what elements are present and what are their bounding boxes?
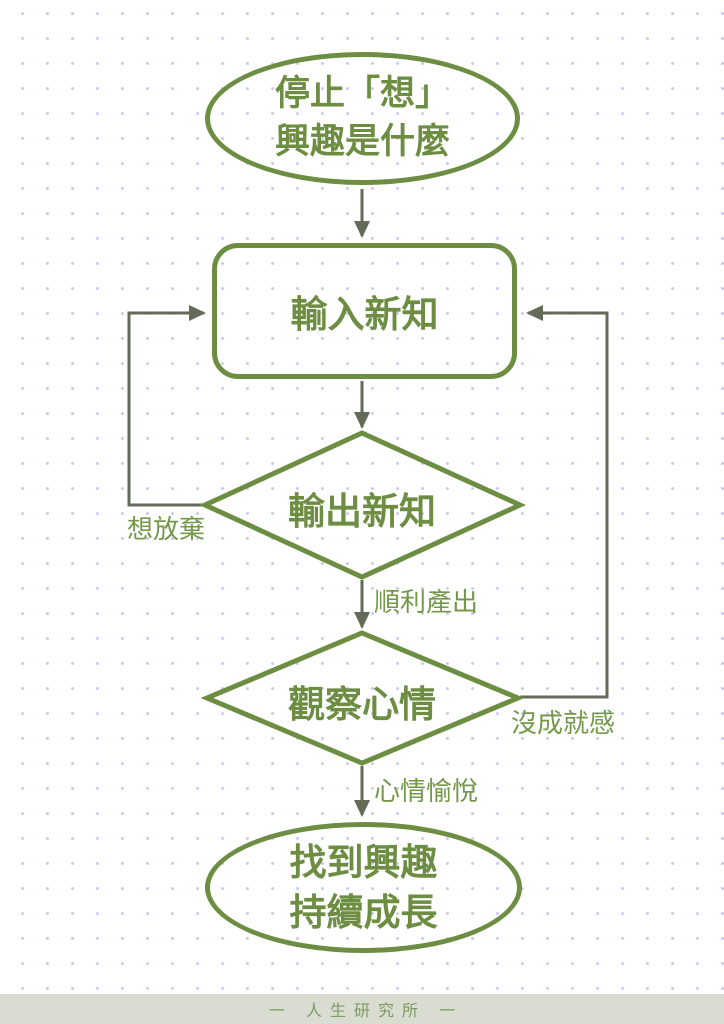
node-observe-diamond (200, 630, 525, 766)
node-start: 停止「想」 興趣是什麼 (205, 52, 520, 185)
edge-label-give-up: 想放棄 (127, 515, 206, 545)
node-end-line1: 找到興趣 (289, 840, 438, 884)
node-input: 輸入新知 (212, 243, 517, 379)
node-end: 找到興趣 持續成長 (205, 822, 522, 953)
edge-label-no-achievement: 沒成就感 (511, 709, 616, 739)
node-input-label: 輸入新知 (290, 293, 439, 336)
node-observe-label: 觀察心情 (288, 683, 436, 726)
footer-bar: 一 人生研究所 一 (0, 994, 724, 1024)
footer-brand-text: 一 人生研究所 一 (268, 1001, 464, 1020)
node-start-line2: 興趣是什麼 (274, 121, 450, 162)
loop-no-achievement-arrow-icon (520, 305, 609, 699)
node-start-line1: 停止「想」 (274, 74, 450, 115)
edge-label-pleasant-mood: 心情愉悅 (374, 777, 479, 807)
node-output-diamond (199, 430, 527, 580)
edge-label-smooth-output: 順利產出 (374, 588, 479, 618)
node-output-label: 輸出新知 (288, 490, 436, 533)
node-end-line2: 持續成長 (289, 890, 438, 934)
loop-give-up-arrow-icon (127, 305, 206, 507)
